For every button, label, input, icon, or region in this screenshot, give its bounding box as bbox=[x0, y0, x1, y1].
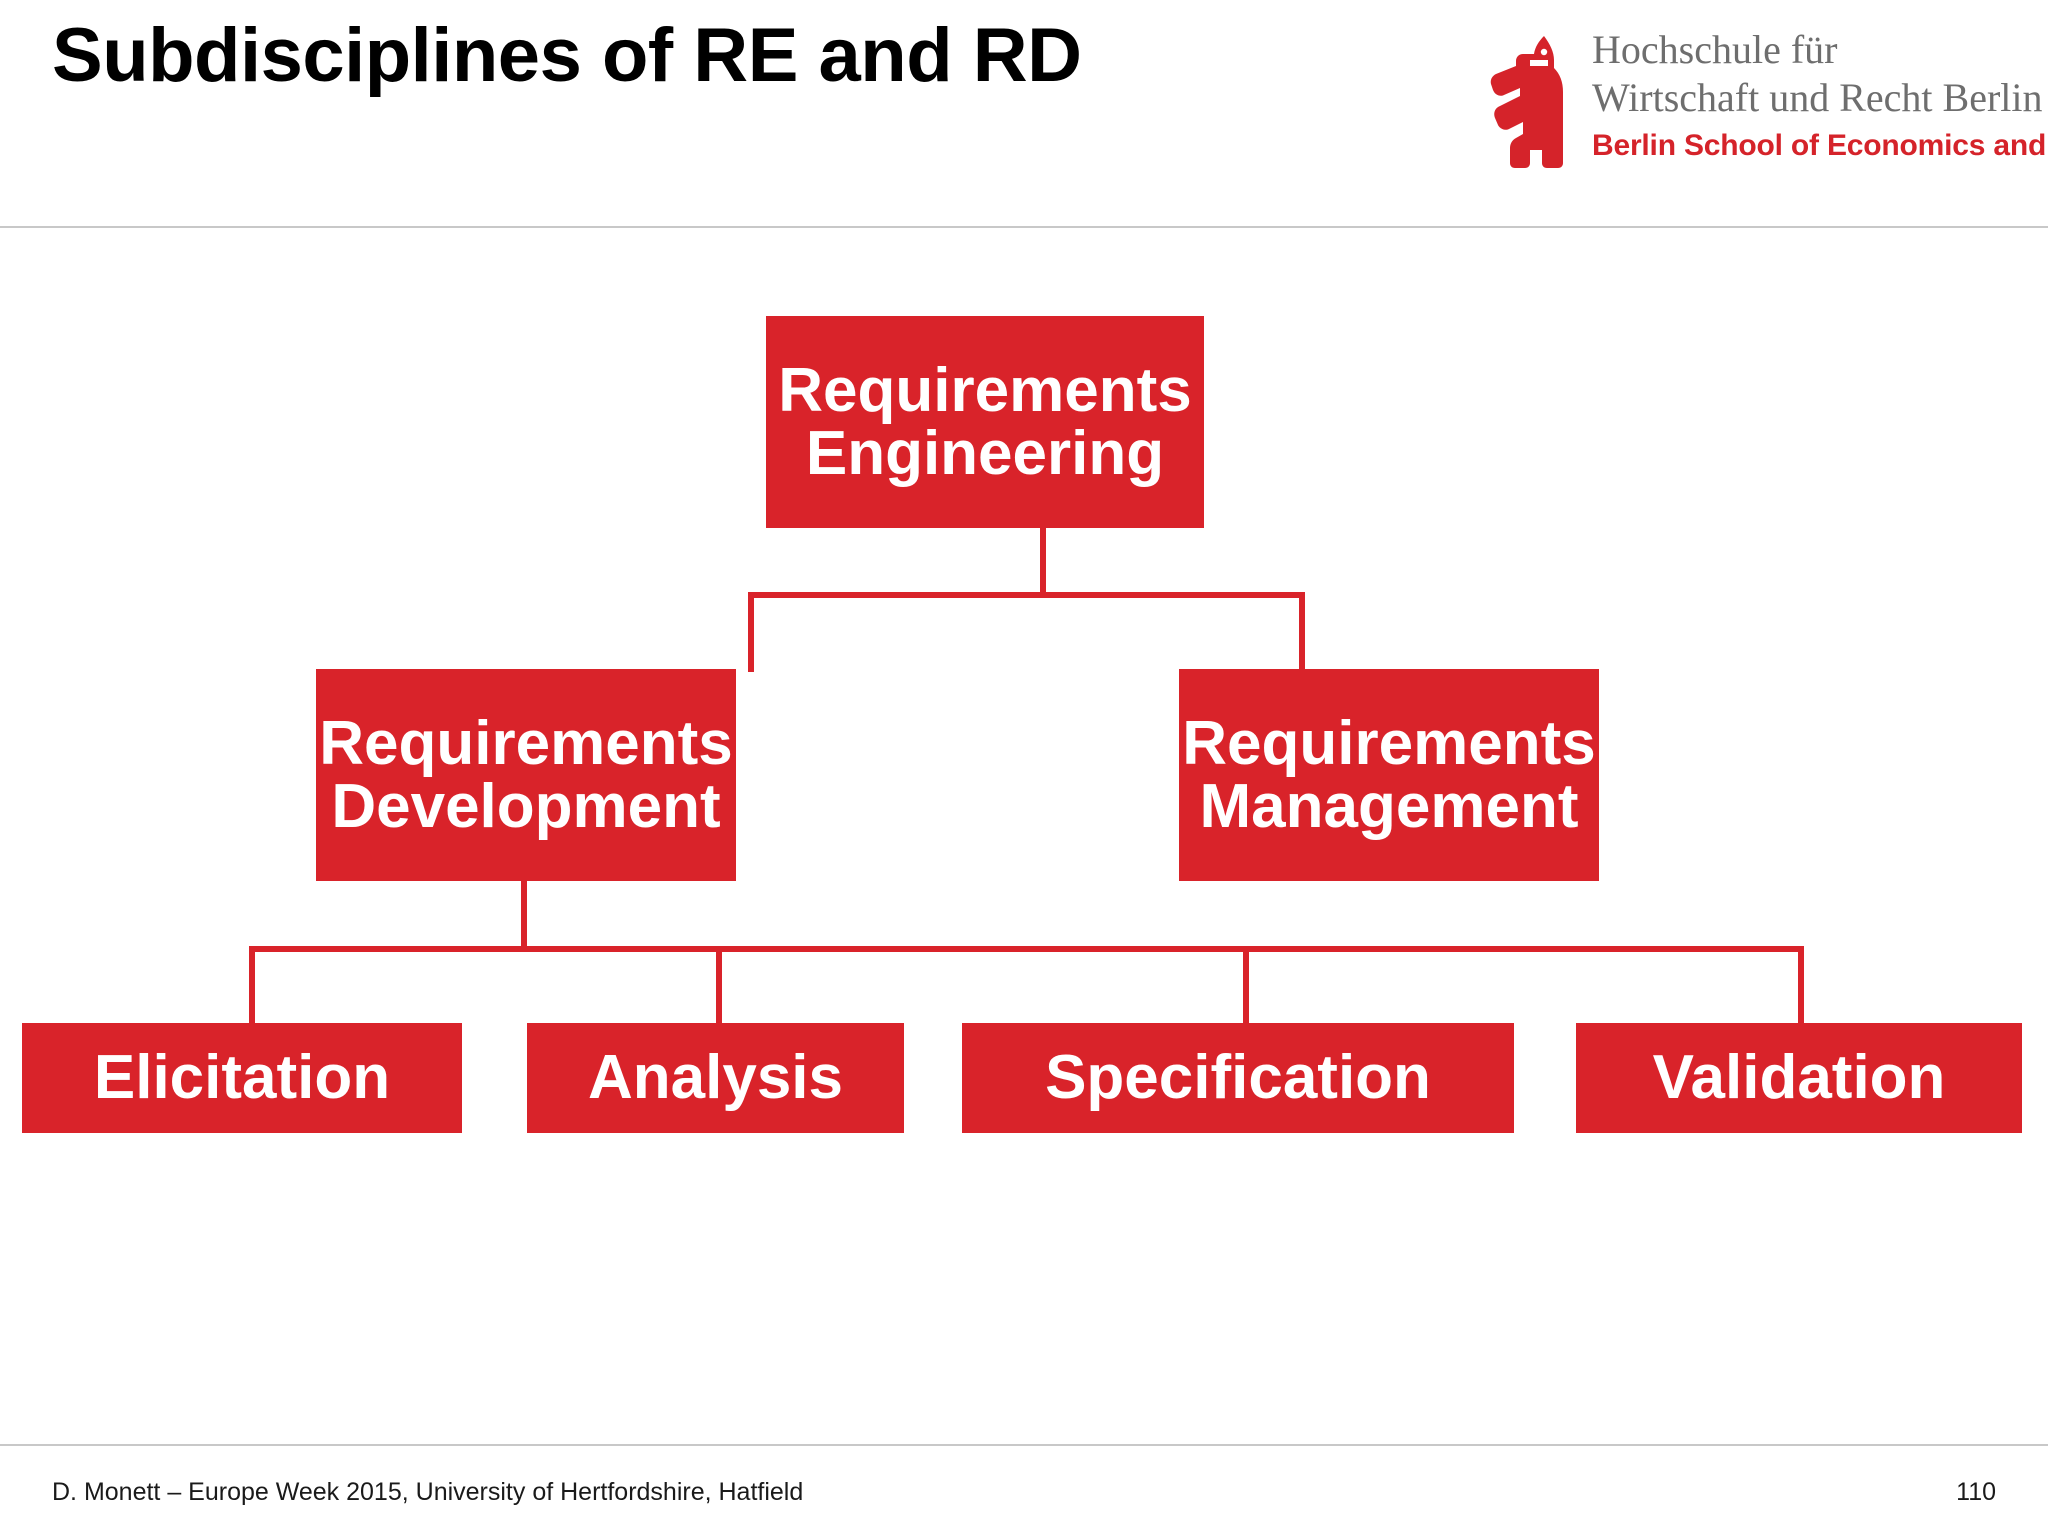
logo-tagline: Berlin School of Economics and Law bbox=[1592, 129, 2048, 162]
node-analysis[interactable]: Analysis bbox=[527, 1023, 904, 1133]
edge-re-to-trunk bbox=[1040, 526, 1046, 596]
node-requirements-development-line2: Development bbox=[331, 772, 721, 841]
node-requirements-engineering[interactable]: Requirements Engineering bbox=[766, 316, 1204, 528]
edge-trunk-to-elicitation bbox=[249, 946, 255, 1026]
edge-rd-to-trunk bbox=[521, 881, 527, 950]
node-specification[interactable]: Specification bbox=[962, 1023, 1514, 1133]
node-requirements-management-line2: Management bbox=[1199, 772, 1579, 841]
institution-logo: Hochschule für Wirtschaft und Recht Berl… bbox=[1490, 18, 2048, 178]
node-requirements-management[interactable]: Requirements Management bbox=[1179, 669, 1599, 881]
page-number: 110 bbox=[1956, 1478, 1996, 1506]
node-requirements-engineering-line2: Engineering bbox=[805, 419, 1165, 488]
logo-line-2: Wirtschaft und Recht Berlin bbox=[1592, 75, 2043, 120]
node-requirements-development-line1: Requirements bbox=[319, 708, 733, 778]
logo-line-1: Hochschule für bbox=[1592, 27, 1838, 72]
node-elicitation[interactable]: Elicitation bbox=[22, 1023, 462, 1133]
edge-trunk-to-analysis bbox=[716, 946, 722, 1026]
slide-header: Subdisciplines of RE and RD Hochschule f… bbox=[0, 0, 2048, 228]
edge-level2-crossbar bbox=[748, 592, 1305, 598]
logo-text-block: Hochschule für Wirtschaft und Recht Berl… bbox=[1592, 26, 2048, 163]
edge-trunk-to-requirements-development bbox=[748, 592, 754, 672]
subdisciplines-tree-diagram: Requirements Engineering Requirements De… bbox=[0, 228, 2048, 1440]
page-title: Subdisciplines of RE and RD bbox=[52, 13, 1082, 98]
edge-level3-crossbar bbox=[249, 946, 1804, 952]
edge-trunk-to-validation bbox=[1798, 946, 1804, 1026]
edge-trunk-to-specification bbox=[1243, 946, 1249, 1026]
footer-divider bbox=[0, 1444, 2048, 1446]
footer-attribution: D. Monett – Europe Week 2015, University… bbox=[52, 1478, 804, 1506]
berlin-bear-icon bbox=[1490, 30, 1580, 170]
node-requirements-management-line1: Requirements bbox=[1182, 708, 1596, 778]
node-requirements-development[interactable]: Requirements Development bbox=[316, 669, 736, 881]
node-requirements-engineering-line1: Requirements bbox=[778, 355, 1192, 425]
node-validation[interactable]: Validation bbox=[1576, 1023, 2022, 1133]
edge-trunk-to-requirements-management bbox=[1299, 592, 1305, 672]
header-divider bbox=[0, 226, 2048, 228]
